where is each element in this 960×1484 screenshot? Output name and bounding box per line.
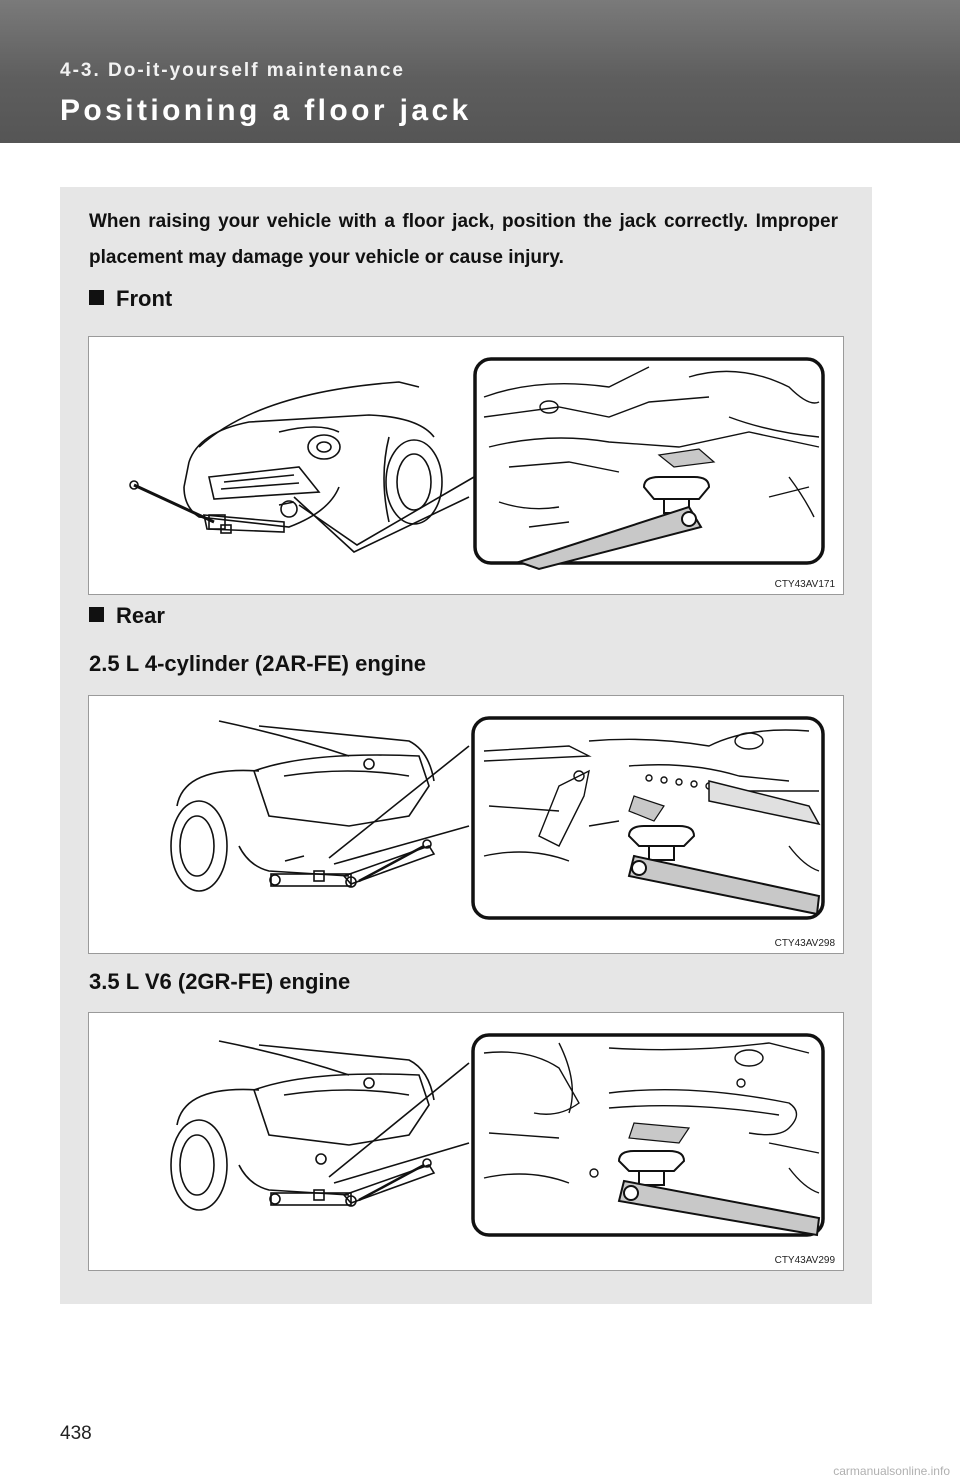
figure-code: CTY43AV299 [774,1255,835,1266]
front-jack-illustration [129,357,825,571]
rear-heading: Rear [89,603,165,629]
rear-jack-2gr-illustration [170,1033,825,1237]
page-title: Positioning a floor jack [60,94,472,127]
section-label: 4-3. Do-it-yourself maintenance [60,60,405,81]
figure-code: CTY43AV298 [774,938,835,949]
watermark[interactable]: carmanualsonline.info [833,1464,950,1478]
rear-jack-2ar-illustration [170,716,825,920]
square-bullet-icon [89,607,104,622]
figure-code: CTY43AV171 [774,579,835,590]
front-heading-label: Front [116,286,173,311]
page-header: 4-3. Do-it-yourself maintenance Position… [0,0,960,143]
intro-text: When raising your vehicle with a floor j… [89,211,838,268]
square-bullet-icon [89,290,104,305]
figure-front-jack: CTY43AV171 [88,336,844,595]
front-heading: Front [89,286,172,312]
rear-heading-label: Rear [116,603,165,628]
engine-label-2gr: 3.5 L V6 (2GR-FE) engine [89,969,351,994]
page-number: 438 [60,1423,92,1444]
figure-rear-jack-2ar: CTY43AV298 [88,695,844,954]
engine-label-2ar: 2.5 L 4-cylinder (2AR-FE) engine [89,651,427,676]
figure-rear-jack-2gr: CTY43AV299 [88,1012,844,1271]
